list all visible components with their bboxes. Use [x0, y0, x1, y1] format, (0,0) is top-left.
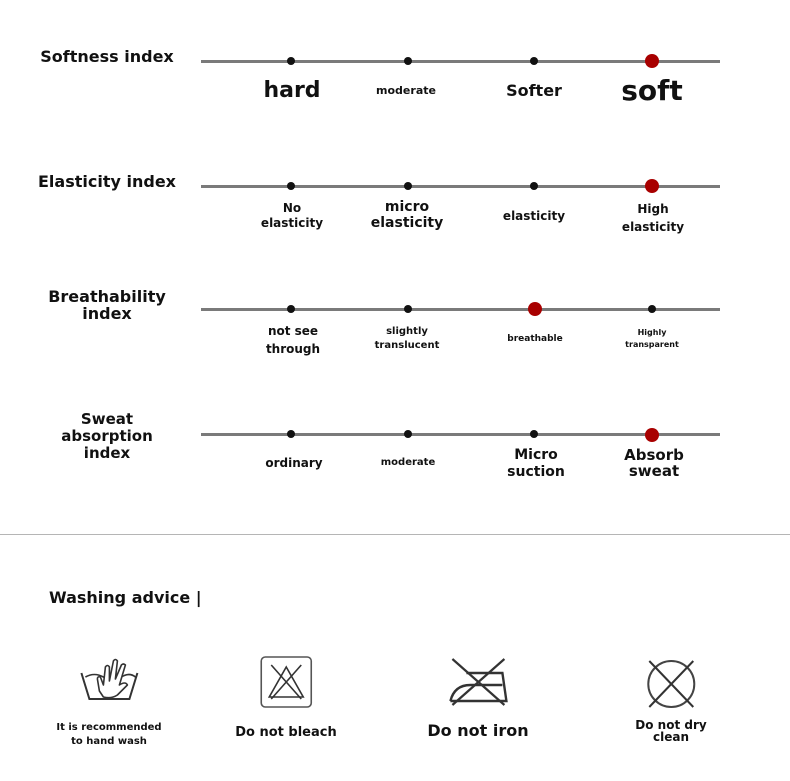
sweat-dot-moderate — [404, 430, 412, 438]
softness-label-hard: hard — [263, 78, 321, 103]
softness-label-softer: Softer — [506, 81, 562, 100]
breathability-label-breathable: breathable — [507, 334, 563, 344]
breathability-label-translucent-text: slightly translucent — [374, 326, 440, 351]
elasticity-label-none: No elasticity — [261, 201, 323, 231]
care-item-hand-wash: It is recommended to hand wash — [56, 655, 162, 749]
sweat-scale-track — [201, 433, 720, 436]
hand-wash-icon — [56, 655, 161, 711]
do-not-dry-clean-label-text: Do not dry clean — [635, 718, 707, 744]
sweat-absorption-index-title-text: Sweat absorption index — [61, 410, 153, 462]
sweat-label-ordinary: ordinary — [265, 456, 323, 470]
care-item-do-not-iron: Do not iron — [427, 655, 529, 740]
sweat-label-micro-suction-text: Micro suction — [507, 447, 565, 480]
elasticity-label-elasticity: elasticity — [502, 209, 566, 223]
softness-dot-softer — [530, 57, 538, 65]
elasticity-index-row: Elasticity index No elasticity micro ela… — [0, 145, 790, 234]
do-not-bleach-icon — [235, 655, 337, 711]
elasticity-label-none-text: No elasticity — [260, 201, 324, 230]
breathability-scale-track — [201, 308, 720, 311]
breathability-label-transparent-text: Highly transparent — [625, 328, 679, 349]
sweat-dot-ordinary — [287, 430, 295, 438]
softness-index-title: Softness index — [40, 47, 174, 66]
elasticity-label-high-text: High elasticity — [621, 202, 685, 234]
elasticity-scale-track — [201, 185, 720, 188]
elasticity-index-title: Elasticity index — [38, 172, 176, 191]
do-not-iron-label: Do not iron — [427, 721, 529, 740]
elasticity-dot-high-selected — [645, 179, 659, 193]
breathability-dot-opaque — [287, 305, 295, 313]
breathability-label-opaque: not see through — [266, 322, 320, 358]
do-not-dry-clean-label: Do not dry clean — [635, 719, 706, 743]
sweat-dot-micro-suction — [530, 430, 538, 438]
breathability-dot-breathable-selected — [528, 302, 542, 316]
do-not-dry-clean-icon — [635, 655, 706, 713]
section-divider — [0, 534, 790, 535]
breathability-dot-translucent — [404, 305, 412, 313]
breathability-label-translucent: slightly translucent — [375, 325, 440, 353]
softness-label-moderate: moderate — [376, 84, 436, 97]
sweat-absorption-index-row: Sweat absorption index ordinary moderate… — [0, 393, 790, 480]
sweat-label-absorb: Absorb sweat — [624, 447, 684, 479]
breathability-dot-transparent — [648, 305, 656, 313]
do-not-iron-icon — [427, 655, 528, 711]
breathability-index-row: Breathability index not see through slig… — [0, 268, 790, 356]
softness-scale-track — [201, 60, 720, 63]
washing-advice-title: Washing advice | — [49, 588, 202, 607]
softness-dot-soft-selected — [645, 54, 659, 68]
breathability-label-opaque-text: not see through — [265, 324, 321, 356]
softness-dot-moderate — [404, 57, 412, 65]
elasticity-label-high: High elasticity — [622, 200, 684, 236]
breathability-label-transparent: Highly transparent — [625, 327, 679, 351]
hand-wash-label-text: It is recommended to hand wash — [56, 722, 162, 747]
elasticity-dot-none — [287, 182, 295, 190]
elasticity-label-micro: micro elasticity — [371, 199, 443, 231]
elasticity-label-micro-text: micro elasticity — [370, 199, 444, 231]
softness-label-soft: soft — [621, 74, 683, 107]
care-item-do-not-bleach: Do not bleach — [235, 655, 337, 740]
sweat-label-moderate: moderate — [380, 457, 436, 468]
do-not-bleach-label: Do not bleach — [235, 725, 337, 740]
care-item-do-not-dry-clean: Do not dry clean — [635, 655, 707, 743]
elasticity-dot-micro — [404, 182, 412, 190]
hand-wash-label: It is recommended to hand wash — [56, 721, 161, 749]
sweat-absorption-index-title: Sweat absorption index — [36, 411, 178, 462]
breathability-index-title: Breathability index — [36, 288, 178, 322]
softness-dot-hard — [287, 57, 295, 65]
sweat-dot-absorb-selected — [645, 428, 659, 442]
sweat-label-absorb-text: Absorb sweat — [624, 446, 684, 480]
breathability-index-title-text: Breathability index — [48, 287, 166, 323]
sweat-label-micro-suction: Micro suction — [507, 447, 565, 481]
elasticity-dot-elasticity — [530, 182, 538, 190]
softness-index-row: Softness index hard moderate Softer soft — [0, 20, 790, 107]
